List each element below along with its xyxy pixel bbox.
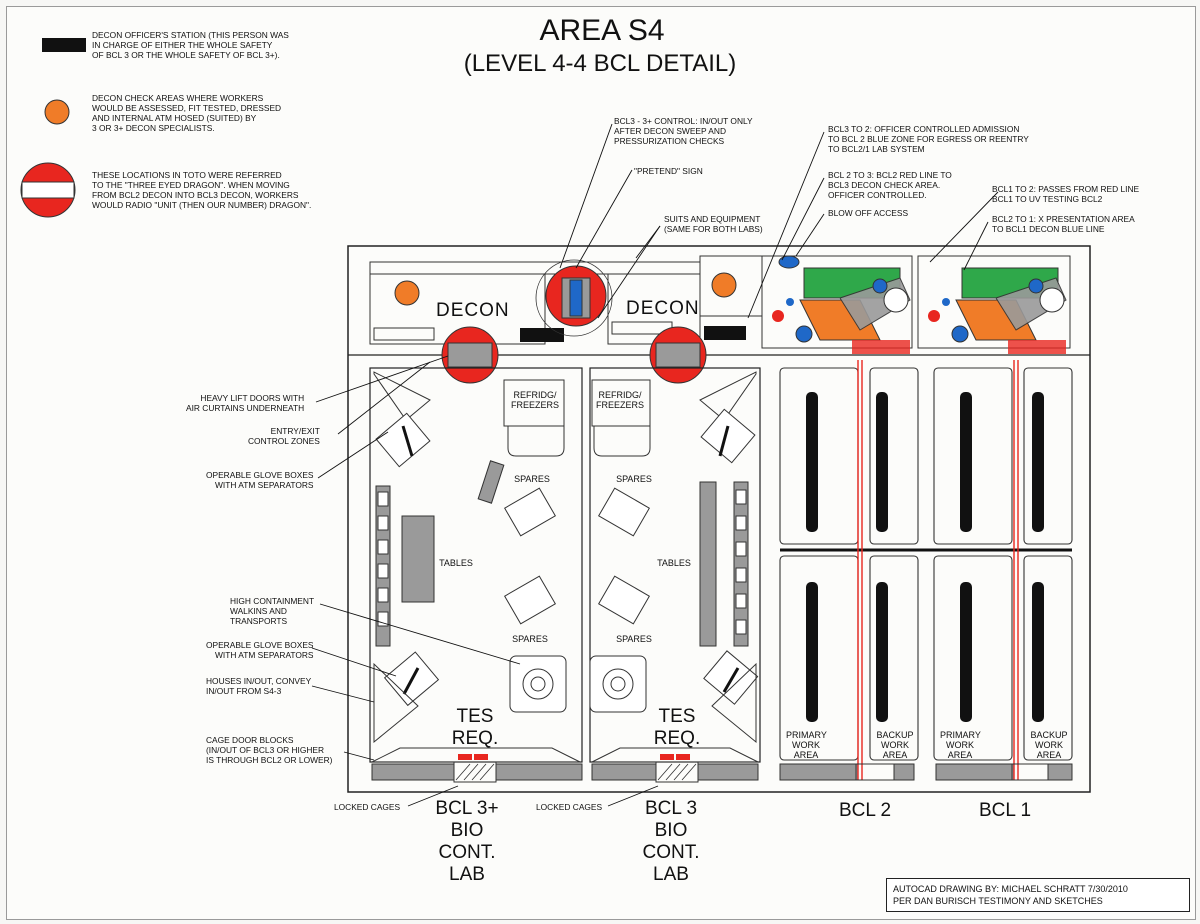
- table-left: [401, 515, 435, 603]
- callout-pretend-sign: "PRETEND" SIGN: [634, 166, 703, 176]
- callout-high-containment: HIGH CONTAINMENT WALKINS AND TRANSPORTS: [230, 596, 315, 626]
- callout-bcl2-to-3: BCL 2 TO 3: BCL2 RED LINE TO BCL3 DECON …: [828, 170, 952, 200]
- lab-bcl3plus: BCL 3+ BIO CONT. LAB: [435, 798, 499, 885]
- callout-cage-door: CAGE DOOR BLOCKS (IN/OUT OF BCL3 OR HIGH…: [206, 735, 333, 765]
- drawing-credit: AUTOCAD DRAWING BY: MICHAEL SCHRATT 7/30…: [886, 878, 1190, 912]
- decon-right-label: DECON: [626, 298, 700, 319]
- backup-work-area-2: BACKUP WORK AREA: [1030, 730, 1068, 760]
- backup-work-area-1: BACKUP WORK AREA: [876, 730, 914, 760]
- legend-three-eyed-dragon-text: THESE LOCATIONS IN TOTO WERE REFERRED TO…: [92, 170, 312, 210]
- legend-dragon-symbol: [20, 162, 76, 218]
- page-title: AREA S4: [539, 14, 665, 47]
- legend-officer-station-symbol: [42, 38, 86, 52]
- page-subtitle: (LEVEL 4-4 BCL DETAIL): [463, 50, 737, 77]
- callout-locked-cages-1: LOCKED CAGES: [334, 802, 401, 812]
- callout-glove-boxes-2: OPERABLE GLOVE BOXES WITH ATM SEPARATORS: [206, 640, 314, 660]
- decon-check-left: [394, 280, 420, 306]
- spares-1-label: SPARES: [514, 474, 550, 484]
- bcl1-top-equipment: [917, 255, 1071, 354]
- spares-3-label: SPARES: [616, 474, 652, 484]
- callout-blow-off: BLOW OFF ACCESS: [828, 208, 909, 218]
- dragon-center: [545, 265, 607, 327]
- dragon-right: [649, 326, 707, 384]
- legend-check-areas-text: DECON CHECK AREAS WHERE WORKERS WOULD BE…: [92, 93, 282, 133]
- refridg-left-label: REFRIDG/ FREEZERS: [510, 390, 559, 410]
- callout-bcl3-to-2: BCL3 TO 2: OFFICER CONTROLLED ADMISSION …: [828, 124, 1029, 154]
- table-right: [699, 481, 717, 647]
- building-outline: [347, 245, 1091, 793]
- callout-bcl2-to-1: BCL2 TO 1: X PRESENTATION AREA TO BCL1 D…: [992, 214, 1135, 234]
- officer-station-right: [704, 326, 746, 340]
- refridg-right-label: REFRIDG/ FREEZERS: [595, 390, 644, 410]
- callout-locked-cages-2: LOCKED CAGES: [536, 802, 603, 812]
- legend-officer-station-text: DECON OFFICER'S STATION (THIS PERSON WAS…: [92, 30, 289, 60]
- lab-bcl1: BCL 1: [978, 800, 1032, 821]
- callout-glove-boxes-1: OPERABLE GLOVE BOXES WITH ATM SEPARATORS: [206, 470, 314, 490]
- primary-work-area-2: PRIMARY WORK AREA: [940, 730, 981, 760]
- tables-left-label: TABLES: [439, 558, 473, 568]
- dragon-left: [441, 326, 499, 384]
- callout-houses: HOUSES IN/OUT, CONVEY IN/OUT FROM S4-3: [206, 676, 312, 696]
- decon-left-label: DECON: [436, 300, 510, 321]
- callout-heavy-lift: HEAVY LIFT DOORS WITH AIR CURTAINS UNDER…: [186, 393, 305, 413]
- lab-bcl3: BCL 3 BIO CONT. LAB: [642, 798, 700, 885]
- callout-suits: SUITS AND EQUIPMENT (SAME FOR BOTH LABS): [664, 214, 763, 234]
- spares-4-label: SPARES: [616, 634, 652, 644]
- decon-check-right: [711, 272, 737, 298]
- walkin-left: [509, 655, 567, 713]
- primary-work-area-1: PRIMARY WORK AREA: [786, 730, 827, 760]
- legend-check-area-symbol: [44, 99, 70, 125]
- callout-entry-exit: ENTRY/EXIT CONTROL ZONES: [248, 426, 320, 446]
- spares-2-label: SPARES: [512, 634, 548, 644]
- callout-bcl3-control: BCL3 - 3+ CONTROL: IN/OUT ONLY AFTER DEC…: [614, 116, 753, 146]
- tes-req-left: TES REQ.: [451, 706, 499, 749]
- tes-req-right: TES REQ.: [653, 706, 701, 749]
- lab-bcl2: BCL 2: [838, 800, 892, 821]
- bcl2-top-equipment: [761, 255, 913, 354]
- walkin-right: [589, 655, 647, 713]
- tables-right-label: TABLES: [657, 558, 691, 568]
- officer-station-left: [520, 328, 564, 342]
- callout-bcl1-to-2: BCL1 TO 2: PASSES FROM RED LINE BCL1 TO …: [992, 184, 1140, 204]
- blow-off-access: [778, 255, 800, 269]
